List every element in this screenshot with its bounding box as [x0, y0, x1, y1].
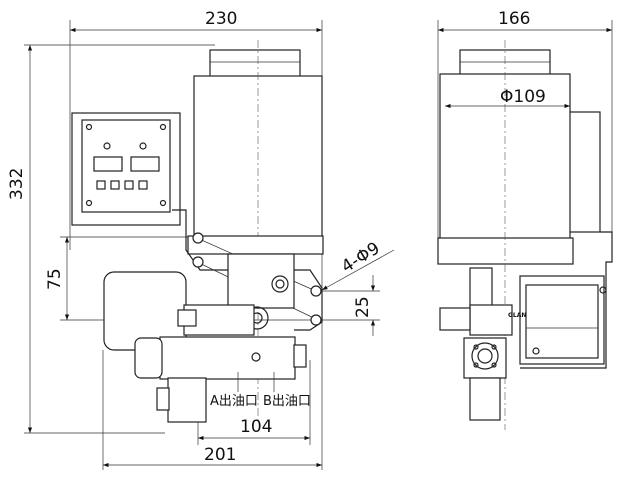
dim-25: 25 — [353, 296, 373, 318]
tank-cap — [209, 49, 301, 79]
dim-230: 230 — [205, 9, 237, 29]
pump-stem — [469, 267, 493, 309]
pump-body — [227, 253, 295, 309]
control-panel — [81, 119, 171, 213]
mount-hole — [310, 314, 322, 326]
display-2 — [130, 156, 160, 172]
side-bracket — [565, 111, 601, 233]
tank-base-flange — [187, 235, 324, 255]
solenoid — [134, 337, 163, 379]
outlet-a-label: A出油口 — [210, 394, 258, 409]
side-view: GLAN 166 Φ109 — [437, 9, 613, 430]
junction-box-label: GLAN — [508, 312, 526, 319]
outlet-pipe — [469, 377, 501, 421]
solenoid-connector — [167, 377, 207, 423]
mount-hole — [310, 285, 322, 297]
side-plate — [520, 231, 613, 369]
front-view: 230 332 75 25 4-Φ9 104 201 A出油口 B出油口 — [7, 9, 395, 470]
dim-332: 332 — [7, 168, 27, 200]
hole-leader-line — [321, 249, 395, 291]
tank-base-flange — [437, 237, 574, 265]
valve-block — [159, 336, 296, 380]
dim-201: 201 — [204, 445, 236, 465]
outlet-block — [463, 337, 507, 379]
display-1 — [93, 156, 123, 172]
outlet-b-label: B出油口 — [263, 394, 311, 409]
dim-75: 75 — [45, 268, 65, 290]
dim-166: 166 — [498, 9, 530, 29]
side-fitting — [439, 307, 471, 331]
dim-104: 104 — [240, 417, 272, 437]
panel-buttons — [96, 180, 148, 190]
mount-hole — [192, 256, 204, 268]
hole-spec-label: 4-Φ9 — [338, 238, 384, 277]
dim-109: Φ109 — [500, 87, 546, 107]
mounting-bracket — [172, 209, 323, 331]
pump-block — [469, 304, 513, 336]
mount-hole — [192, 232, 204, 244]
